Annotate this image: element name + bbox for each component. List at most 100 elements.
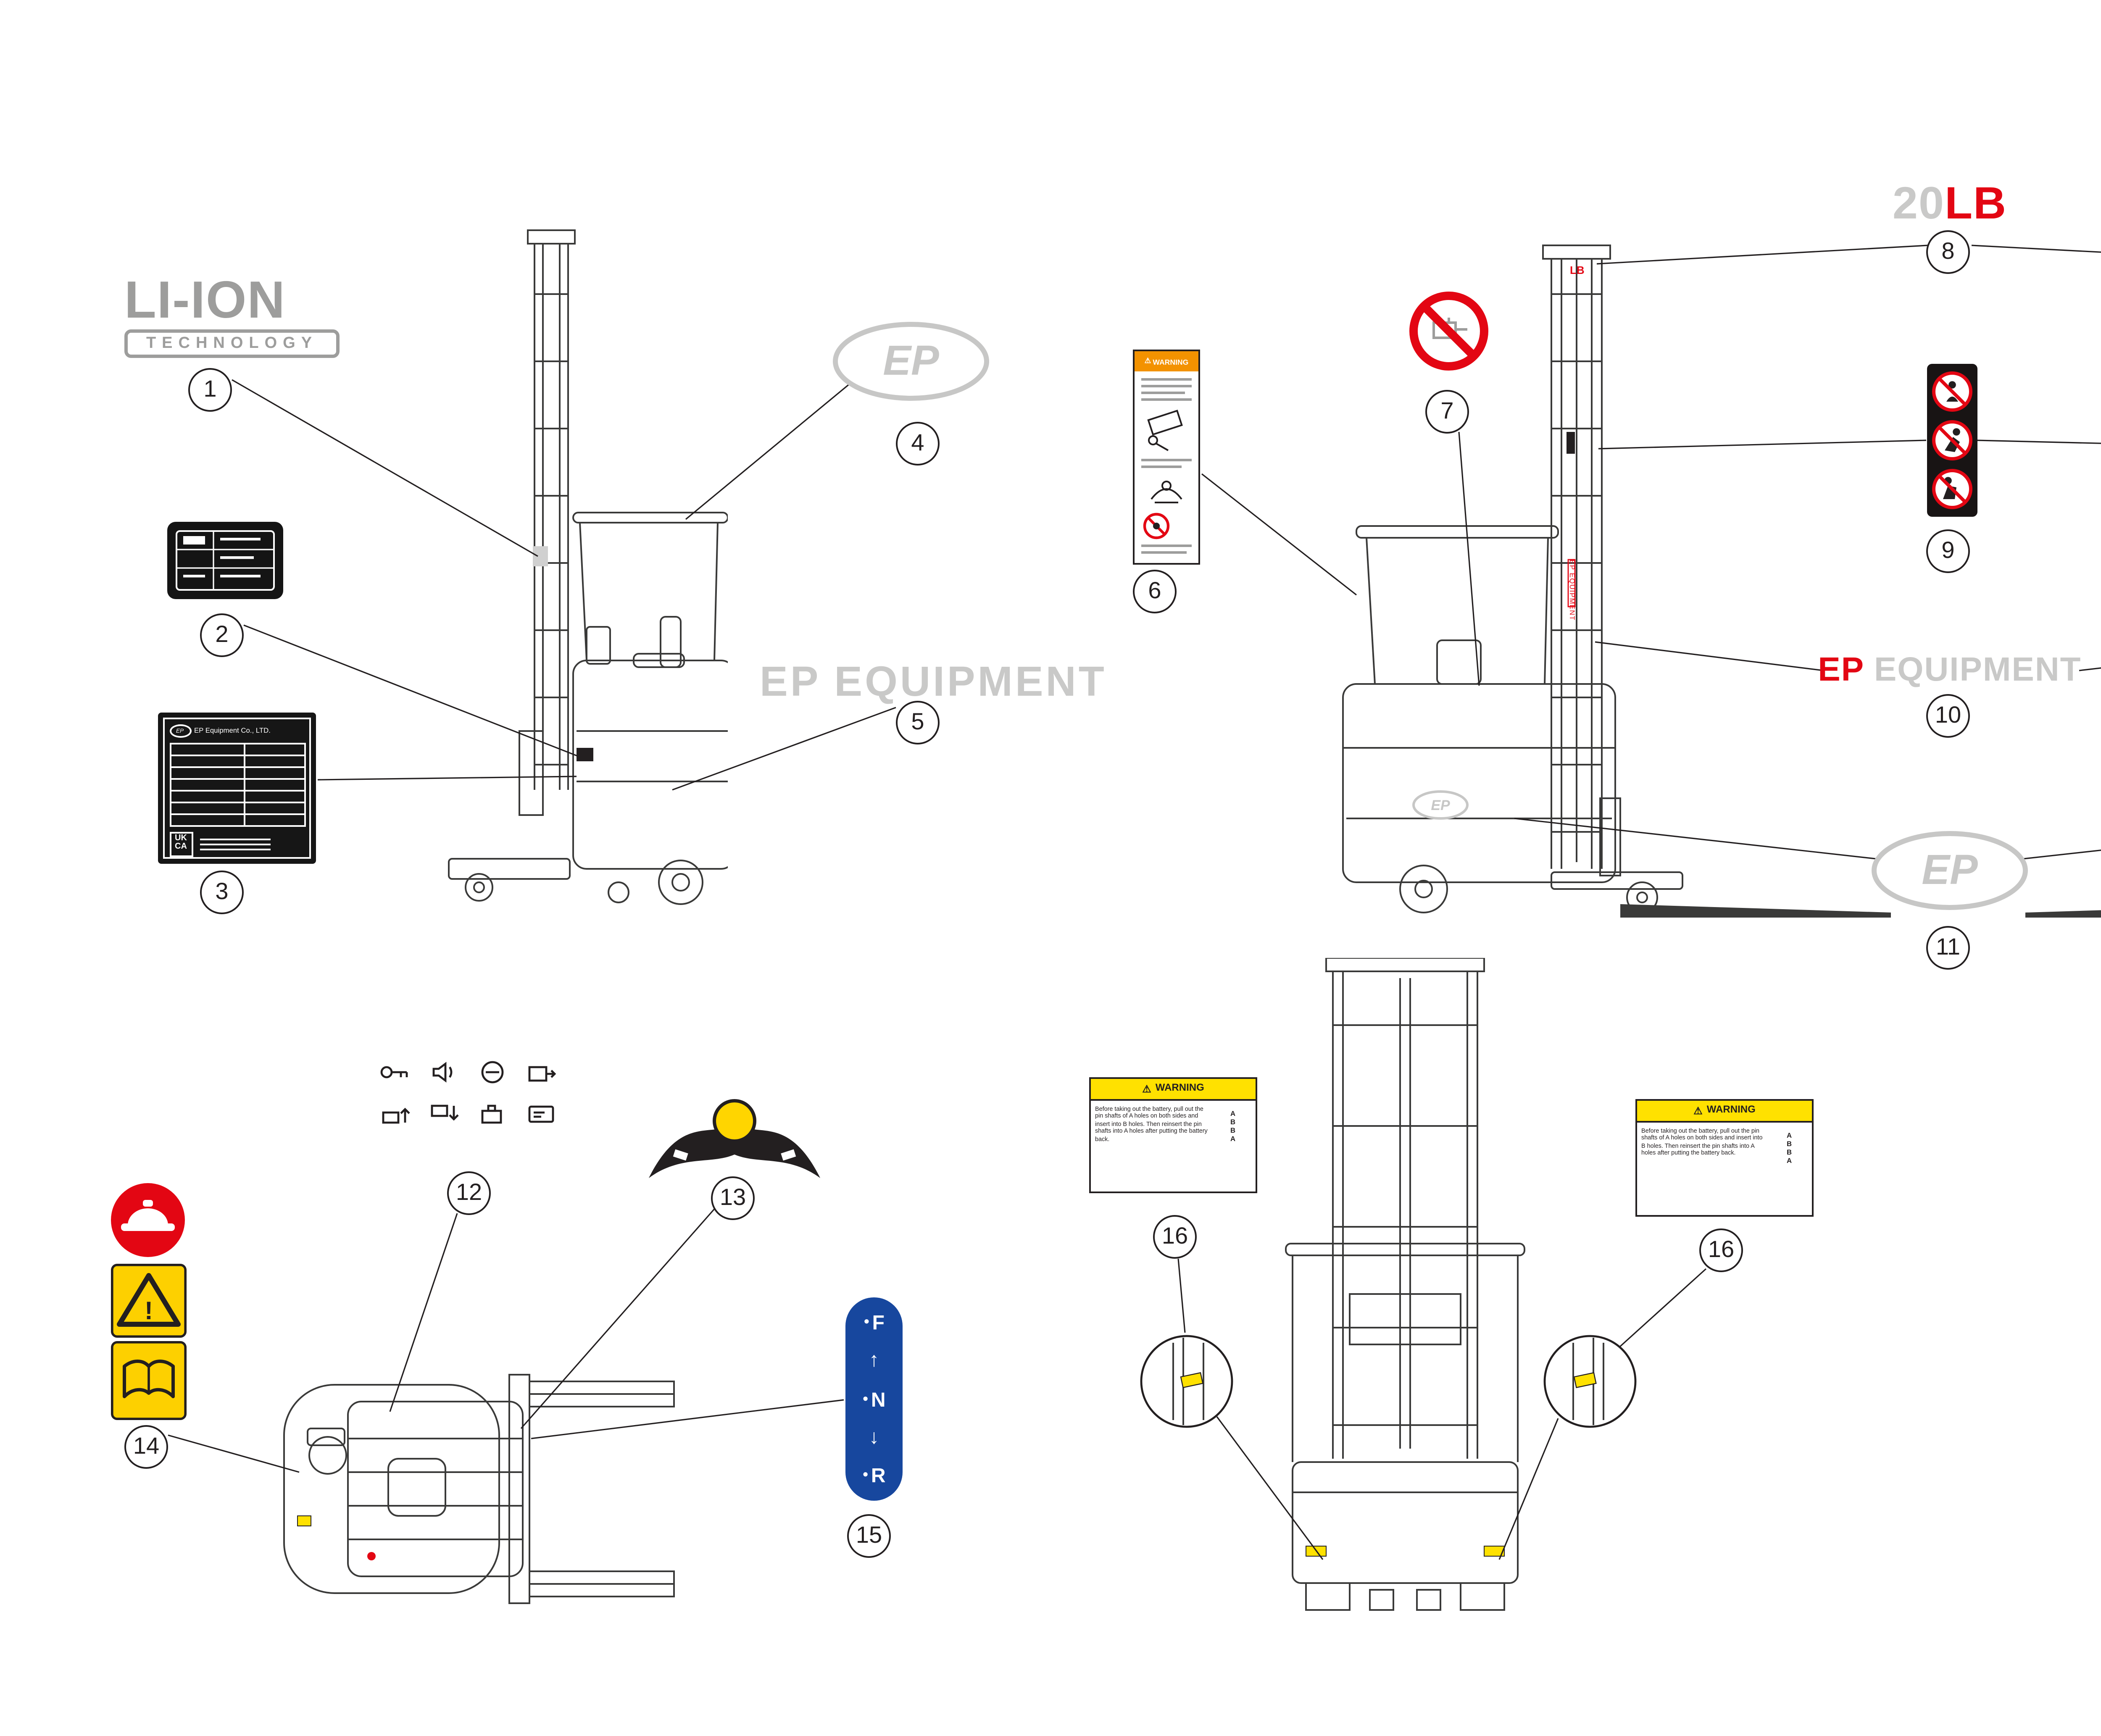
pin-shaft-diagram: A B B A: [1214, 1105, 1251, 1145]
hole-a-mark: A: [1785, 1130, 1794, 1139]
key-icon: [379, 1066, 407, 1078]
warning-triangle-icon: ⚠: [1693, 1107, 1703, 1117]
ep-oval-logo-2: EP: [1872, 831, 2028, 910]
nameplate-label: EP EP Equipment Co., LTD. UK CA: [158, 713, 316, 864]
nameplate-company: EP Equipment Co., LTD.: [194, 726, 271, 734]
direction-fnr-label: ● F ↑ ● N ↓ ● R: [845, 1297, 903, 1501]
ep-equipment-wordmark: EP EQUIPMENT: [760, 659, 1107, 706]
prohibition-icon: [480, 1061, 503, 1084]
bullet-icon: ●: [862, 1470, 869, 1481]
callout-15: 15: [847, 1514, 891, 1558]
tipover-warning-pictograms: [1141, 378, 1192, 554]
exclamation-icon: !: [145, 1297, 153, 1325]
warning-triangle-icon: ⚠: [1142, 1085, 1151, 1095]
ukca-line2: CA: [175, 842, 187, 852]
battery-warning-title: WARNING: [1155, 1084, 1204, 1094]
spec-label: [166, 521, 284, 608]
liion-title: LI-ION: [124, 271, 286, 329]
symbol-decal-strip: [370, 1059, 582, 1128]
callout-1: 1: [188, 368, 232, 412]
horn-icon: [432, 1062, 452, 1083]
lower-down-icon: [430, 1105, 458, 1121]
callout-16-left: 16: [1153, 1215, 1197, 1259]
arrow-down-icon: ↓: [869, 1425, 879, 1448]
hole-b-mark: B: [1228, 1117, 1237, 1125]
open-book-icon: [123, 1360, 175, 1398]
horn-button-icon: [713, 1099, 756, 1143]
ukca-mark: UK CA: [169, 831, 193, 857]
callout-9: 9: [1926, 529, 1970, 573]
bullet-icon: ●: [864, 1318, 870, 1328]
battery-warning-text: Before taking out the battery, pull out …: [1641, 1127, 1763, 1156]
mast-lb-decal-left: LB: [1570, 266, 1585, 277]
tipover-warning-title: WARNING: [1153, 357, 1189, 366]
callout-10: 10: [1926, 694, 1970, 738]
body-ep-logo-left: EP: [1431, 797, 1450, 813]
nameplate-table: [169, 742, 305, 827]
model-number: 20: [1892, 178, 1945, 229]
liion-subtitle: TECHNOLOGY: [124, 329, 340, 358]
callout-6: 6: [1133, 570, 1177, 613]
hard-hat-mandatory-sign: [111, 1183, 185, 1257]
warning-decal-marker: [1573, 1372, 1597, 1389]
battery-lock-icon: [480, 1105, 501, 1124]
direction-neutral: N: [871, 1387, 886, 1411]
mast-prohibition-label: [1927, 364, 1977, 517]
lift-up-icon: [381, 1107, 409, 1124]
ep-equipment-rest: EQUIPMENT: [1874, 652, 2082, 689]
hole-a-mark: A: [1228, 1134, 1237, 1142]
ep-oval-logo: EP: [833, 322, 989, 401]
battery-out-icon: [527, 1066, 556, 1082]
callout-3: 3: [200, 871, 244, 914]
callout-7: 7: [1425, 390, 1469, 434]
hole-a-mark: A: [1785, 1155, 1794, 1164]
callout-16-right: 16: [1699, 1228, 1743, 1272]
callout-13: 13: [711, 1176, 755, 1220]
overhead-guard-sticker: [649, 1099, 820, 1178]
warning-decal-marker: [1180, 1372, 1203, 1389]
caution-triangle-label: !: [111, 1264, 187, 1338]
callout-8: 8: [1926, 230, 1970, 274]
no-charging-prohibition-sign: [1409, 292, 1488, 371]
callout-12: 12: [447, 1171, 491, 1215]
liion-technology-logo: LI-ION TECHNOLOGY: [124, 271, 340, 358]
magnifier-detail-right: [1543, 1335, 1637, 1428]
warning-triangle-icon: ⚠: [1144, 356, 1151, 365]
ep-logo-text-2: EP: [1922, 846, 1978, 893]
callout-14: 14: [124, 1425, 168, 1469]
reach-truck-top-view-drawing: [283, 1374, 675, 1604]
direction-reverse: R: [871, 1464, 886, 1487]
battery-warning-title: WARNING: [1706, 1106, 1756, 1116]
hole-b-mark: B: [1785, 1147, 1794, 1155]
hole-b-mark: B: [1228, 1125, 1237, 1134]
callout-5: 5: [896, 701, 940, 744]
display-icon: [527, 1105, 553, 1123]
model-badge: 20LB: [1862, 178, 2037, 230]
ep-logo-text: EP: [883, 337, 939, 384]
arrow-up-icon: ↑: [869, 1348, 879, 1372]
ukca-line1: UK: [175, 833, 187, 843]
reach-truck-pair-drawing: [1342, 244, 2101, 933]
read-manual-label: [111, 1341, 187, 1420]
model-suffix: LB: [1945, 178, 2007, 229]
bullet-icon: ●: [862, 1394, 869, 1404]
ep-oval-icon: EP: [169, 723, 191, 737]
nameplate-fineprint: [199, 834, 270, 854]
reach-truck-front-view-drawing: [1285, 958, 1525, 1611]
mast-ep-decal-left: EP EQUIPMENT: [1568, 560, 1577, 621]
direction-forward: F: [872, 1311, 885, 1334]
tipover-warning-label: ⚠ WARNING: [1133, 350, 1200, 565]
hole-a-mark: A: [1228, 1108, 1237, 1117]
spec-label-graphic: [167, 522, 283, 599]
reach-truck-side-view-drawing: [448, 229, 728, 905]
hole-b-mark: B: [1785, 1139, 1794, 1147]
magnifier-detail-left: [1140, 1335, 1233, 1428]
callout-2: 2: [200, 613, 244, 657]
battery-warning-text: Before taking out the battery, pull out …: [1095, 1105, 1208, 1142]
battery-warning-label-left: ⚠ WARNING Before taking out the battery,…: [1089, 1077, 1257, 1193]
callout-4: 4: [896, 422, 940, 466]
ep-equipment-decal: EP EQUIPMENT: [1802, 652, 2098, 691]
pin-shaft-diagram: A B B A: [1771, 1127, 1808, 1167]
